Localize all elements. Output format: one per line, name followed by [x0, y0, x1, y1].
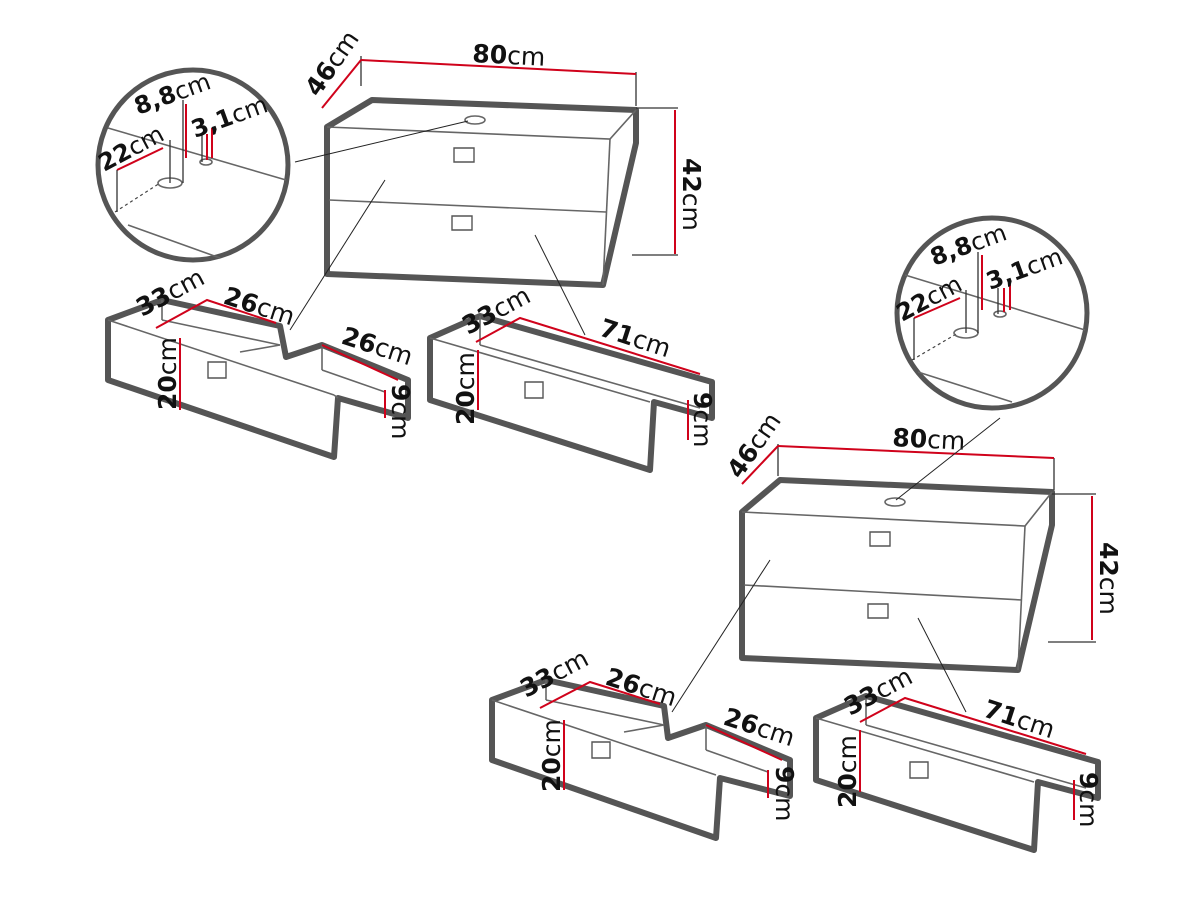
drawer-height-label-top-left-b: 20cm [451, 352, 480, 425]
width-label-top-left: 80cm [472, 39, 546, 72]
hole-detail-circle-bottom-right: 8,8cm 3,1cm 22cm [892, 215, 1090, 501]
drawer-inner-label-top-left-b: 9cm [688, 392, 717, 448]
split-drawer-top-left: 33cm 26cm 26cm 20cm 9cm [105, 179, 416, 460]
set-bottom-right: 80cm 46cm 42cm [489, 215, 1123, 853]
drawer-inner-label-bottom-right: 9cm [770, 766, 799, 822]
drawer-height-label-top-left: 20cm [153, 337, 182, 410]
drawer-height-label-bottom-right-b: 20cm [833, 735, 862, 808]
drawer-height-label-bottom-right: 20cm [537, 719, 566, 792]
width-label-bottom-right: 80cm [892, 423, 966, 456]
cabinet-dimensions-bottom-right: 80cm 46cm 42cm [721, 407, 1123, 643]
depth-label-top-left: 46cm [299, 25, 365, 101]
drawer-inner-label-top-left: 9cm [386, 384, 415, 440]
height-label-top-left: 42cm [677, 158, 706, 231]
height-label-bottom-right: 42cm [1094, 542, 1123, 615]
cabinet-top-left [324, 97, 639, 288]
hole-detail-circle-top-left: 8,8cm 3,1cm 22cm [94, 67, 469, 263]
set-top-left: 80cm 46cm 42cm [94, 25, 717, 473]
hole-side-label-top-left: 3,1cm [187, 90, 271, 143]
cabinet-bottom-right [739, 477, 1055, 673]
drawer-inner-label-bottom-right-b: 9cm [1074, 772, 1103, 828]
